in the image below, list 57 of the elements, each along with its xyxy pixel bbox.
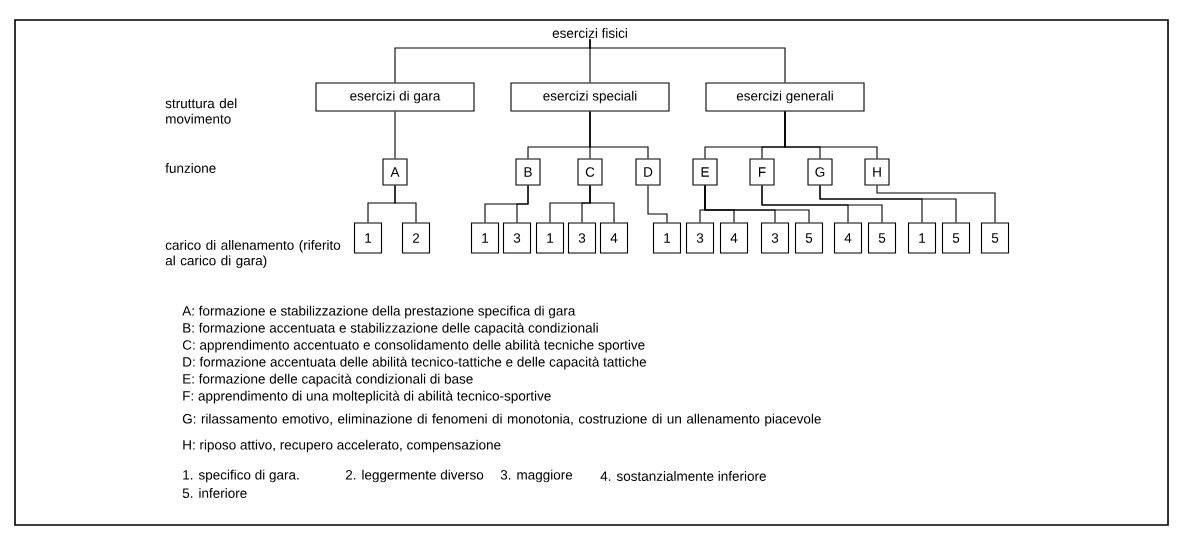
row-label: funzione	[165, 163, 216, 173]
load-box: 3	[502, 222, 532, 254]
load-box: 4	[719, 222, 749, 254]
load-box: 5	[980, 222, 1010, 254]
footnote-text: 1. specifico di gara.	[183, 469, 299, 483]
connector-line	[394, 185, 417, 223]
connector-line	[394, 111, 396, 159]
row-label: struttura del movimento	[165, 98, 237, 124]
function-box: H	[864, 158, 890, 186]
function-box: D	[635, 158, 661, 186]
load-box: 1	[470, 222, 500, 254]
load-box: 2	[401, 222, 431, 254]
connector-line	[589, 38, 786, 83]
load-box: 5	[867, 222, 897, 254]
load-box: 1	[907, 222, 937, 254]
key-text: H: riposo attivo, recupero accelerato, compensazione	[183, 439, 501, 453]
load-box: 1	[353, 222, 383, 254]
key-text: D: formazione accentuata delle abilità tecnico-tattiche e delle capacità tattiche	[183, 356, 647, 370]
load-box: 1	[535, 222, 565, 254]
connector-line	[704, 185, 810, 223]
key-text: A: formazione e stabilizzazione della prestazione specifica di gara	[182, 305, 576, 319]
connector-line	[647, 185, 668, 223]
key-text: E: formazione delle capacità condizionali di base	[183, 373, 473, 387]
connector-line	[784, 111, 878, 159]
connector-line	[761, 185, 883, 223]
key-text: B: formazione accentuata e stabilizzazione delle capacità condizionali	[183, 322, 598, 336]
connector-line	[819, 185, 957, 223]
heading-text: esercizi fisici	[552, 28, 627, 38]
load-box: 3	[685, 222, 715, 254]
connector-line	[589, 111, 649, 159]
footnote-text: 5. inferiore	[182, 488, 247, 498]
function-box: C	[577, 158, 603, 186]
key-text: C: apprendimento accentuato e consolidamento delle abilità tecniche sportive	[182, 339, 645, 353]
connector-line	[589, 185, 615, 223]
category-box: esercizi generali	[705, 82, 865, 112]
load-box: 5	[941, 222, 971, 254]
key-text: F: apprendimento di una molteplicità di abilità tecnico-sportive	[183, 390, 551, 404]
load-box: 4	[833, 222, 863, 254]
load-box: 4	[599, 222, 629, 254]
footnote-text: 2. leggermente diverso	[345, 469, 484, 483]
load-box: 1	[652, 222, 682, 254]
footnote-text: 3. maggiore	[500, 469, 573, 483]
function-box: F	[749, 158, 775, 186]
function-box: B	[515, 158, 541, 186]
load-box: 3	[567, 222, 597, 254]
key-text: G: rilassamento emotivo, eliminazione di fenomeni di monotonia, costruzione di un allenamento piacevole	[182, 413, 821, 427]
category-box: esercizi di gara	[315, 82, 475, 112]
load-box: 5	[794, 222, 824, 254]
function-box: G	[807, 158, 833, 186]
function-box: A	[382, 158, 408, 186]
load-box: 3	[760, 222, 790, 254]
connector-line	[876, 185, 996, 223]
function-box: E	[692, 158, 718, 186]
footnote-text: 4. sostanzialmente inferiore	[600, 471, 766, 481]
row-label: carico di allenamento (riferito al carico di gara)	[165, 239, 341, 269]
connector-line	[516, 185, 529, 223]
category-box: esercizi speciali	[510, 82, 670, 112]
